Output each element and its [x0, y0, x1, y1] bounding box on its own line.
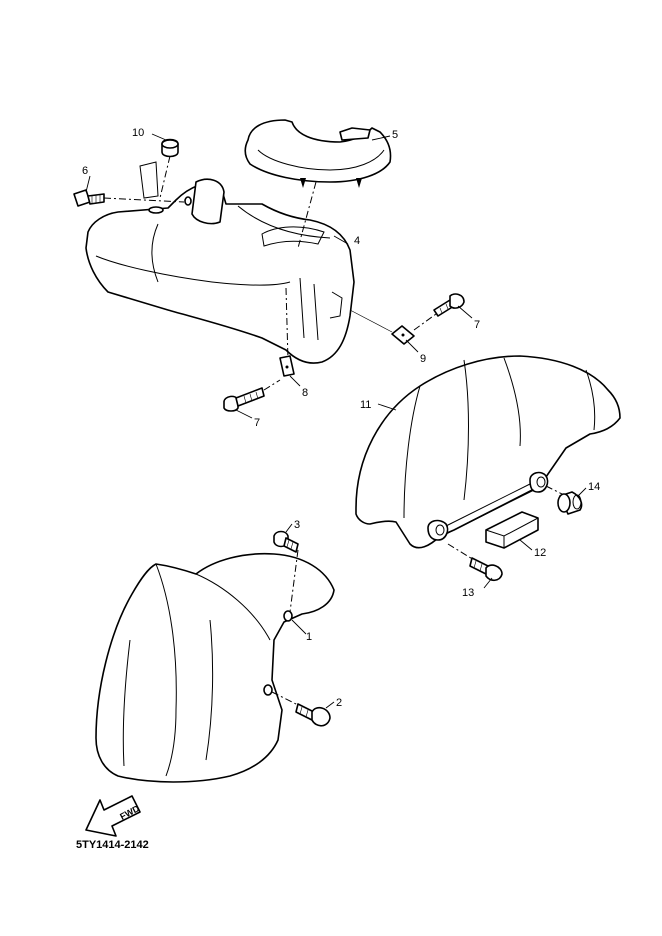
callout-12: 12	[534, 547, 546, 559]
bolt-2-part	[271, 691, 331, 727]
callout-11: 11	[360, 399, 371, 411]
damper-block-part	[485, 511, 539, 549]
bolt-6-part	[73, 189, 185, 207]
callout-6: 6	[82, 165, 88, 177]
grommet-part	[159, 138, 179, 199]
bolt-13-part	[447, 543, 503, 582]
callout-9: 9	[420, 353, 426, 365]
callout-5: 5	[392, 129, 398, 141]
bolt-7-upper-part	[413, 293, 465, 331]
callout-3: 3	[294, 519, 300, 531]
bolt-3-part	[273, 530, 299, 613]
bolt-7-lower-part	[223, 379, 281, 412]
lower-body-cover-part	[85, 161, 393, 364]
callout-8: 8	[302, 387, 308, 399]
clip-nut-9-part	[391, 325, 415, 345]
callout-1: 1	[306, 631, 312, 643]
drawing-code: 5TY1414-2142	[76, 839, 149, 851]
collar-part	[545, 485, 583, 515]
callout-7-upper: 7	[474, 319, 480, 331]
callout-14: 14	[588, 481, 600, 493]
callout-2: 2	[336, 697, 342, 709]
seat-ring-part	[244, 119, 392, 188]
leader-lines	[85, 133, 587, 709]
rear-fender-part	[355, 355, 621, 549]
front-fender-part	[95, 552, 335, 783]
clip-nut-8-part	[279, 287, 295, 377]
callout-labels: 1 2 3 4 5 6 7 7 8 9 10 11 12 13 14	[82, 127, 600, 709]
callout-13: 13	[462, 587, 474, 599]
fwd-direction-arrow: FWD	[85, 795, 141, 837]
callout-10: 10	[132, 127, 144, 139]
callout-4: 4	[354, 235, 360, 247]
callout-7-lower: 7	[254, 417, 260, 429]
